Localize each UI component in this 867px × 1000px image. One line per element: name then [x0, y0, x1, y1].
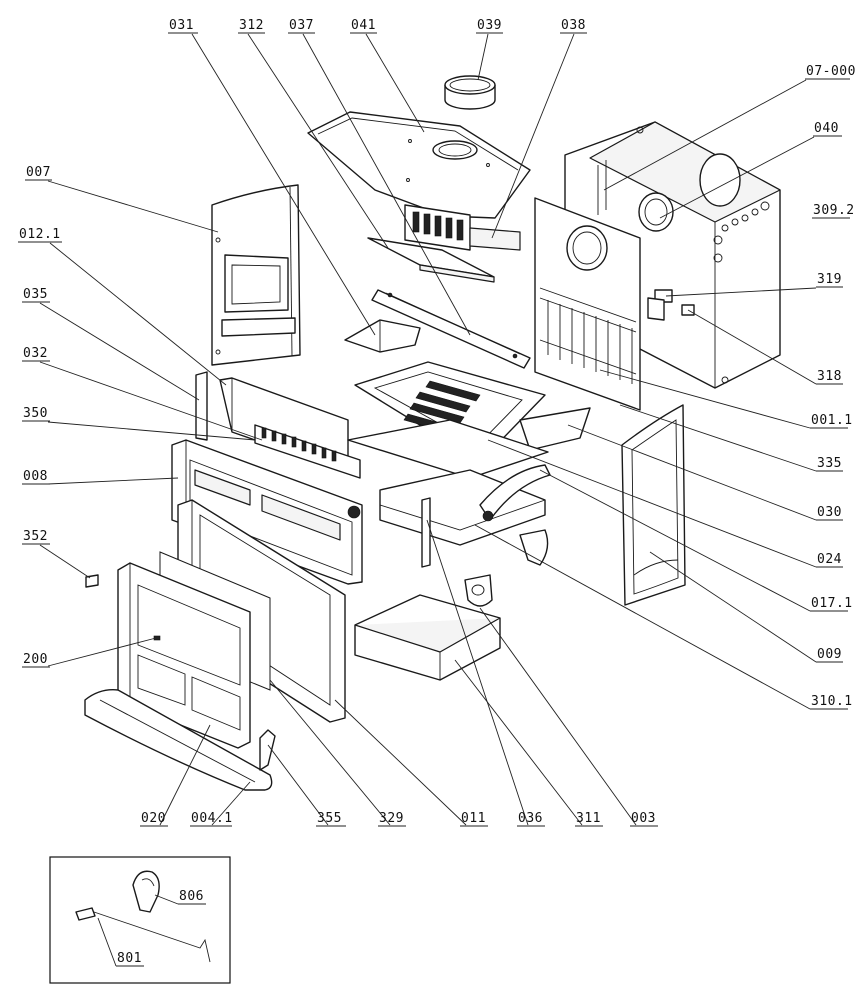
label-017.1: 017.1	[811, 596, 853, 611]
label-007: 007	[26, 165, 51, 180]
label-035: 035	[23, 287, 48, 302]
part-020-door	[117, 562, 251, 749]
label-041: 041	[351, 18, 376, 33]
label-200: 200	[23, 652, 48, 667]
label-355: 355	[317, 811, 342, 826]
label-801: 801	[117, 951, 142, 966]
part-311-ash-drawer	[354, 594, 501, 681]
label-011: 011	[461, 811, 486, 826]
label-040: 040	[814, 121, 839, 136]
label-309.2: 309.2	[813, 203, 855, 218]
label-030: 030	[817, 505, 842, 520]
part-039-flue-collar	[444, 75, 496, 110]
part-003-handle	[464, 574, 493, 607]
label-003: 003	[631, 811, 656, 826]
label-031: 031	[169, 18, 194, 33]
part-311-handle-bracket	[519, 529, 549, 566]
part-036-strip	[421, 497, 431, 568]
label-009: 009	[817, 647, 842, 662]
label-032: 032	[23, 346, 48, 361]
label-318: 318	[817, 369, 842, 384]
label-319: 319	[817, 272, 842, 287]
part-004.1-front-trim	[84, 689, 273, 791]
label-350: 350	[23, 406, 48, 421]
label-001.1: 001.1	[811, 413, 853, 428]
part-801-tool	[75, 907, 211, 963]
part-806-glove	[132, 870, 160, 913]
accessory-inset: 806 801	[49, 856, 231, 984]
label-806: 806	[179, 889, 204, 904]
part-355-handle	[259, 729, 276, 771]
label-037: 037	[289, 18, 314, 33]
label-335: 335	[817, 456, 842, 471]
label-036: 036	[518, 811, 543, 826]
label-039: 039	[477, 18, 502, 33]
label-329: 329	[379, 811, 404, 826]
label-07-000: 07-000	[806, 64, 856, 79]
part-007-side-panel	[211, 184, 301, 366]
label-312: 312	[239, 18, 264, 33]
label-012.1: 012.1	[19, 227, 61, 242]
part-352-knob	[85, 574, 99, 588]
part-035-strip	[195, 371, 208, 441]
part-038-baffle	[404, 204, 521, 251]
label-004.1: 004.1	[191, 811, 233, 826]
label-008: 008	[23, 469, 48, 484]
part-001.1-rear-panel	[534, 197, 641, 411]
label-038: 038	[561, 18, 586, 33]
part-335-bottom-plate	[347, 419, 549, 479]
part-030-deflector	[519, 407, 591, 451]
part-041-top-plate	[307, 111, 531, 219]
label-024: 024	[817, 552, 842, 567]
part-040-flue-ring	[638, 192, 674, 232]
leader-lines	[18, 32, 850, 827]
part-009-side-frame	[621, 404, 686, 606]
part-032-air-slide	[254, 424, 361, 479]
label-352: 352	[23, 529, 48, 544]
part-labels: 031 312 037 041 039 038 07-000 040 309.2…	[19, 18, 856, 826]
label-310.1: 310.1	[811, 694, 853, 709]
part-008-front-face	[171, 439, 363, 585]
label-311: 311	[576, 811, 601, 826]
label-020: 020	[141, 811, 166, 826]
part-312-board	[367, 237, 495, 283]
part-037-air-tube	[371, 289, 531, 369]
part-031-deflector	[344, 319, 421, 353]
